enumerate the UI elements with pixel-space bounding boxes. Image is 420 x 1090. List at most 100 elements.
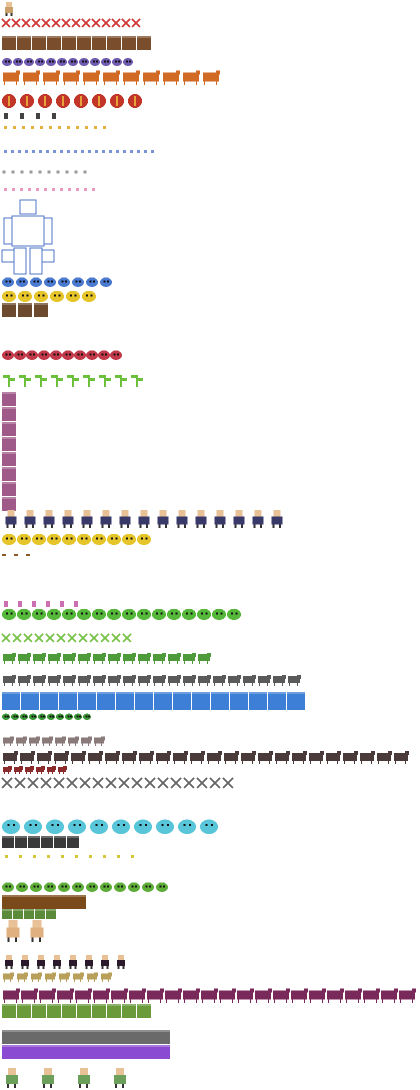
purple-blue-slime-sprite xyxy=(35,58,45,66)
purple-crystal-tile-sprite xyxy=(156,1045,170,1059)
purple-blue-slime-sprite xyxy=(24,58,34,66)
purple-crystal-tile-sprite xyxy=(44,1045,58,1059)
purple-beetle-sprite xyxy=(327,988,344,1003)
blue-flame-spirit-sprite xyxy=(2,277,14,288)
red-x-mark-sprite xyxy=(11,18,21,28)
yellow-chick-sprite xyxy=(17,533,31,546)
purple-beetle-sprite xyxy=(129,988,146,1003)
purple-blue-slime-sprite xyxy=(13,58,23,66)
dark-stone-block-sprite xyxy=(54,836,66,848)
orange-fire-dragon-sprite xyxy=(23,70,40,85)
dark-crawler-sprite xyxy=(258,751,273,764)
red-x-mark-sprite-row xyxy=(1,18,141,28)
green-frog-sprite xyxy=(44,882,56,892)
green-bush-sprite xyxy=(83,713,91,720)
hook-key-sprite xyxy=(4,113,8,119)
hero-idle-sprite-row xyxy=(4,2,14,16)
gem-cluster-sprite-row xyxy=(5,855,134,858)
hero-idle-sprite xyxy=(4,2,14,16)
treasure-chest-sprite-row xyxy=(2,36,151,50)
yellow-round-bird-sprite xyxy=(34,290,48,302)
grey-brick-wall-tile-sprite xyxy=(142,1030,156,1044)
purple-beetle-sprite xyxy=(165,988,182,1003)
yellow-chick-sprite xyxy=(32,533,46,546)
treasure-chest-sprite xyxy=(2,36,16,50)
hook-key-sprite-row xyxy=(4,113,56,119)
green-worm-sprite xyxy=(108,652,121,664)
red-x-mark-sprite xyxy=(51,18,61,28)
green-sprout-plant-sprite xyxy=(19,375,31,387)
green-bush-sprite xyxy=(20,713,28,720)
cyan-ghost-sprite xyxy=(24,819,42,834)
blue-sparkle-particle-sprite xyxy=(18,150,21,153)
cyan-ghost-sprite xyxy=(46,819,64,834)
red-jelly-slime-sprite xyxy=(26,350,38,361)
green-x-leaf-sprite xyxy=(111,633,121,643)
purple-beetle-sprite xyxy=(363,988,380,1003)
gem-cluster-sprite xyxy=(33,855,36,858)
purple-blue-slime-sprite xyxy=(101,58,111,66)
blue-sparkle-particle-sprite xyxy=(32,150,35,153)
villager-sprite xyxy=(30,920,44,942)
grey-spider-sprite xyxy=(63,674,76,686)
dark-hair-girl-sprite xyxy=(116,955,126,969)
dark-crawler-sprite xyxy=(71,751,86,764)
purple-beetle-sprite-row xyxy=(3,988,416,1003)
orange-fire-dragon-sprite xyxy=(143,70,160,85)
gem-cluster-sprite xyxy=(47,855,50,858)
blue-sparkle-particle-sprite xyxy=(4,150,7,153)
brown-rock-golem-sprite-row xyxy=(2,303,48,317)
green-sprout-plant-sprite xyxy=(67,375,79,387)
yellow-chick-sprite xyxy=(77,533,91,546)
grey-spider-sprite-row xyxy=(3,674,301,686)
blue-sparkle-particle-sprite xyxy=(95,150,98,153)
purple-beetle-sprite xyxy=(57,988,74,1003)
green-cabinet-sprite xyxy=(46,909,56,919)
dark-crawler-sprite xyxy=(54,751,69,764)
blue-sparkle-particle-sprite xyxy=(88,150,91,153)
grey-snail-sprite-row xyxy=(3,736,105,746)
green-jelly-slime-sprite xyxy=(62,608,76,621)
green-pond-tile-sprite xyxy=(32,1004,46,1018)
dark-crawler-sprite xyxy=(190,751,205,764)
grey-dash-particle-sprite xyxy=(56,170,60,174)
blue-sparkle-particle-sprite xyxy=(144,150,147,153)
green-jelly-slime-sprite xyxy=(167,608,181,621)
tan-spider-sprite xyxy=(59,972,70,982)
dark-hair-girl-sprite xyxy=(100,955,110,969)
green-pond-tile-sprite xyxy=(62,1004,76,1018)
villager-sprite xyxy=(6,920,20,942)
green-x-leaf-sprite xyxy=(1,633,11,643)
purple-blue-slime-sprite xyxy=(46,58,56,66)
red-eyed-critter-sprite xyxy=(58,766,67,774)
pink-potion-sprite-row xyxy=(4,601,78,607)
pink-potion-sprite xyxy=(74,601,78,607)
orange-fire-dragon-sprite xyxy=(43,70,60,85)
grey-bat-sprite xyxy=(170,777,182,789)
grey-bat-sprite xyxy=(157,777,169,789)
green-sprout-plant-sprite xyxy=(35,375,47,387)
robed-wizard-sprite xyxy=(176,510,188,528)
green-pond-tile-sprite xyxy=(122,1004,136,1018)
grey-bat-sprite xyxy=(92,777,104,789)
green-x-leaf-sprite-row xyxy=(1,633,132,643)
cyan-ghost-sprite xyxy=(90,819,108,834)
tan-spider-sprite xyxy=(17,972,28,982)
orange-red-orb-sprite xyxy=(2,94,16,108)
purple-crystal-tile-sprite xyxy=(16,1045,30,1059)
green-x-leaf-sprite xyxy=(122,633,132,643)
green-bush-sprite xyxy=(56,713,64,720)
pink-sparkle-particle-sprite xyxy=(12,188,15,191)
green-x-leaf-sprite xyxy=(89,633,99,643)
green-jelly-slime-sprite xyxy=(212,608,226,621)
treasure-chest-sprite xyxy=(32,36,46,50)
grey-bat-sprite xyxy=(53,777,65,789)
green-worm-sprite xyxy=(168,652,181,664)
green-bush-sprite xyxy=(29,713,37,720)
purple-beetle-sprite xyxy=(255,988,272,1003)
dark-crawler-sprite xyxy=(343,751,358,764)
grey-snail-sprite xyxy=(68,736,79,746)
purple-blue-slime-sprite-row xyxy=(2,58,133,66)
dark-crawler-sprite xyxy=(20,751,35,764)
blue-water-block-sprite xyxy=(173,692,191,710)
